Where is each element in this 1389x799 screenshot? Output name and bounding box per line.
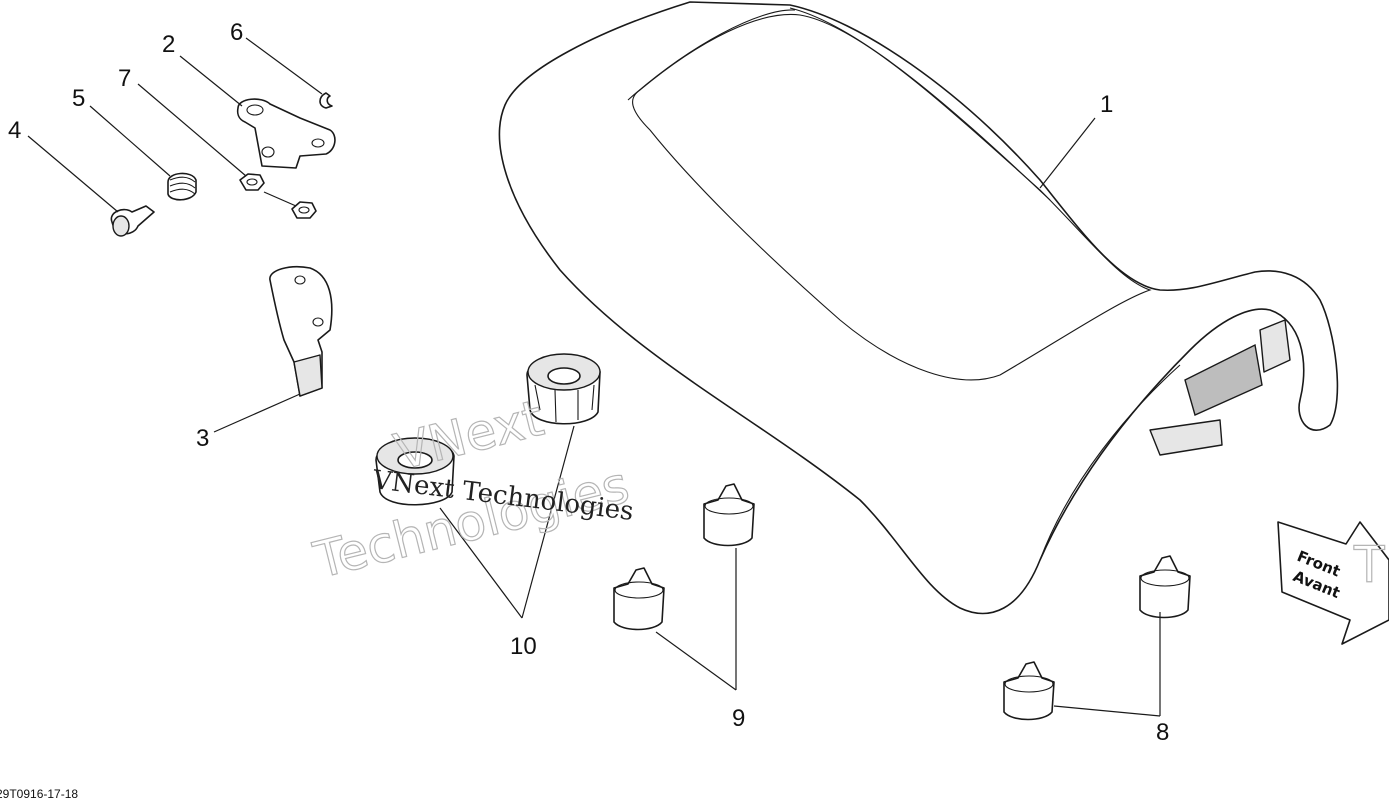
watermark-outline-line1: VNext: [389, 389, 549, 482]
latch-plate-part-3: [269, 265, 333, 397]
bumper-part-9-lower: [613, 567, 665, 631]
seat-part-1: [498, 1, 1339, 615]
bumper-part-8-upper: [1139, 555, 1191, 619]
leader-lines: [27, 37, 1161, 717]
watermark-edge-letter: T: [1353, 536, 1385, 594]
callout-2: 2: [162, 31, 175, 58]
spring-part-5: [167, 172, 197, 201]
clip-part-6: [319, 92, 333, 109]
nut-part-7: [239, 173, 317, 219]
callout-3: 3: [196, 425, 209, 452]
callout-1: 1: [1100, 91, 1113, 118]
pin-part-4: [110, 205, 155, 237]
latch-bracket-part-2: [236, 98, 336, 169]
callout-9: 9: [732, 705, 745, 732]
grommet-part-10-lower: [375, 437, 455, 506]
watermark-outline-line2: Technologies: [308, 456, 635, 590]
callout-5: 5: [72, 85, 85, 112]
bumper-part-8-lower: [1003, 661, 1055, 721]
callout-7: 7: [118, 65, 131, 92]
callout-8: 8: [1156, 719, 1169, 746]
callout-10: 10: [510, 633, 537, 660]
callout-6: 6: [230, 19, 243, 46]
callout-4: 4: [8, 117, 21, 144]
grommet-part-10-upper: [526, 353, 601, 425]
bumper-part-9-upper: [703, 483, 755, 547]
front-direction-arrow: Front Avant: [1277, 521, 1389, 645]
diagram-reference-code: 29T0916-17-18: [0, 787, 78, 799]
